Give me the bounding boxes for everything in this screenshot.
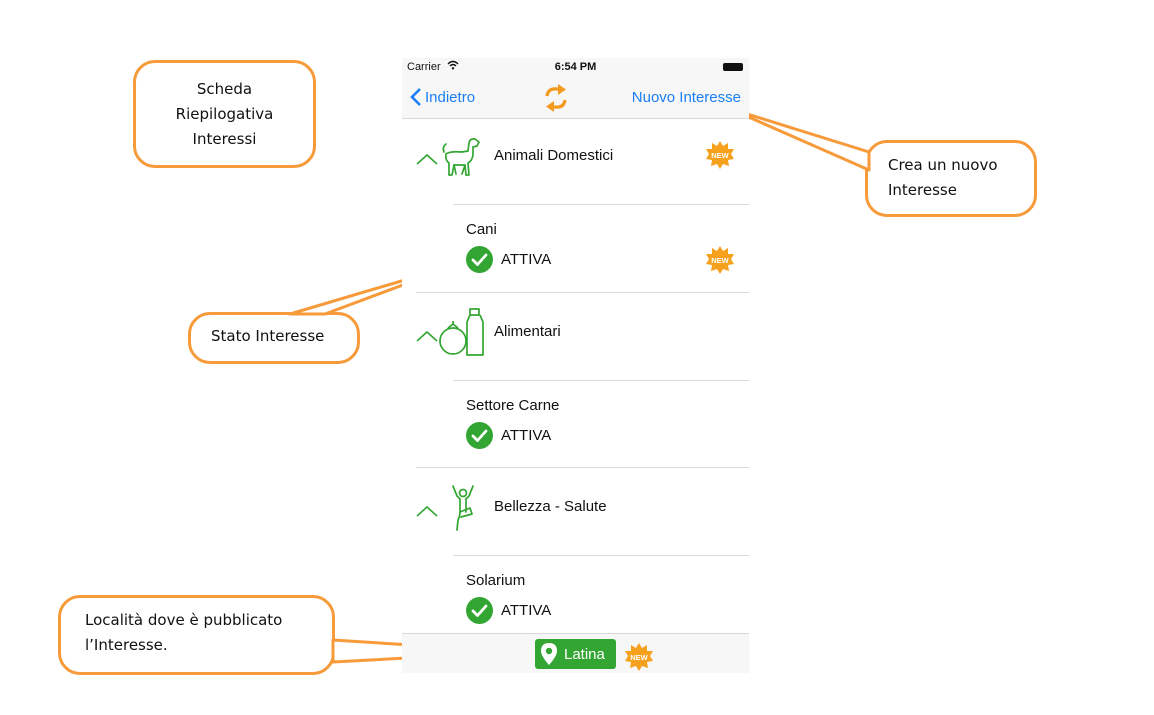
food-icon: [439, 308, 484, 356]
chevron-up-icon[interactable]: [416, 153, 438, 165]
interest-row-settore-carne[interactable]: Settore Carne ATTIVA: [402, 380, 749, 468]
callout-status-text: Stato Interesse: [211, 327, 325, 345]
category-row-animali[interactable]: Animali Domestici NEW: [402, 118, 749, 206]
callout-summary: Scheda Riepilogativa Interessi: [133, 60, 316, 168]
callout-create-line-2: Interesse: [888, 181, 957, 199]
status-label: ATTIVA: [501, 602, 552, 619]
callout-summary-line-3: Interessi: [192, 130, 257, 148]
check-circle-icon: [466, 597, 493, 624]
status-bar: Carrier 6:54 PM: [402, 58, 749, 78]
bottom-bar: Latina NEW: [402, 633, 749, 673]
clock: 6:54 PM: [554, 61, 597, 73]
callout-summary-line-2: Riepilogativa: [175, 105, 274, 123]
check-circle-icon: [466, 246, 493, 273]
interest-row-solarium[interactable]: Solarium ATTIVA: [402, 555, 749, 643]
new-badge-icon: NEW: [625, 643, 653, 671]
callout-status: Stato Interesse: [188, 312, 360, 364]
category-title: Alimentari: [494, 323, 561, 340]
callout-summary-line-1: Scheda: [196, 80, 253, 98]
chevron-up-icon[interactable]: [416, 330, 438, 342]
interest-title: Settore Carne: [466, 397, 560, 414]
callout-location-line-1: Località dove è pubblicato: [85, 611, 283, 629]
new-badge-text: NEW: [630, 653, 648, 662]
category-row-bellezza[interactable]: Bellezza - Salute: [402, 468, 749, 556]
callout-create-interest: Crea un nuovo Interesse: [865, 140, 1037, 217]
divider: [416, 467, 749, 468]
battery-icon: [723, 63, 743, 71]
interest-title: Cani: [466, 221, 497, 238]
check-circle-icon: [466, 422, 493, 449]
connector-create: [726, 106, 871, 172]
navigation-bar: Indietro Nuovo Interesse: [402, 78, 749, 119]
callout-create-line-1: Crea un nuovo: [888, 156, 998, 174]
back-label: Indietro: [425, 88, 476, 106]
location-button[interactable]: Latina: [535, 639, 616, 669]
new-badge-icon: NEW: [706, 246, 734, 274]
new-interest-button[interactable]: Nuovo Interesse: [631, 89, 741, 106]
divider: [453, 380, 749, 381]
yoga-icon: [452, 485, 474, 531]
category-title: Bellezza - Salute: [494, 498, 607, 515]
category-title: Animali Domestici: [494, 147, 614, 164]
wifi-icon: [447, 60, 459, 70]
chevron-up-icon[interactable]: [416, 505, 438, 517]
location-label: Latina: [564, 645, 605, 663]
new-badge-text: NEW: [711, 151, 729, 160]
interest-row-cani[interactable]: Cani ATTIVA NEW: [402, 205, 749, 293]
divider: [453, 555, 749, 556]
carrier-label: Carrier: [407, 61, 441, 73]
divider: [416, 292, 749, 293]
divider: [453, 204, 749, 205]
new-badge-text: NEW: [711, 256, 729, 265]
status-label: ATTIVA: [501, 427, 552, 444]
map-pin-icon: [541, 643, 557, 665]
status-label: ATTIVA: [501, 251, 552, 268]
refresh-icon[interactable]: [543, 83, 569, 113]
back-button[interactable]: Indietro: [410, 88, 475, 106]
dog-icon: [442, 137, 480, 176]
new-badge-icon: NEW: [706, 141, 734, 169]
interest-title: Solarium: [466, 572, 526, 589]
phone-screen: Carrier 6:54 PM Indietro Nuovo Interesse: [402, 58, 749, 673]
callout-location: Località dove è pubblicato l’Interesse.: [58, 595, 335, 675]
chevron-left-icon: [410, 88, 421, 106]
callout-location-line-2: l’Interesse.: [85, 636, 168, 654]
category-row-alimentari[interactable]: Alimentari: [402, 293, 749, 381]
